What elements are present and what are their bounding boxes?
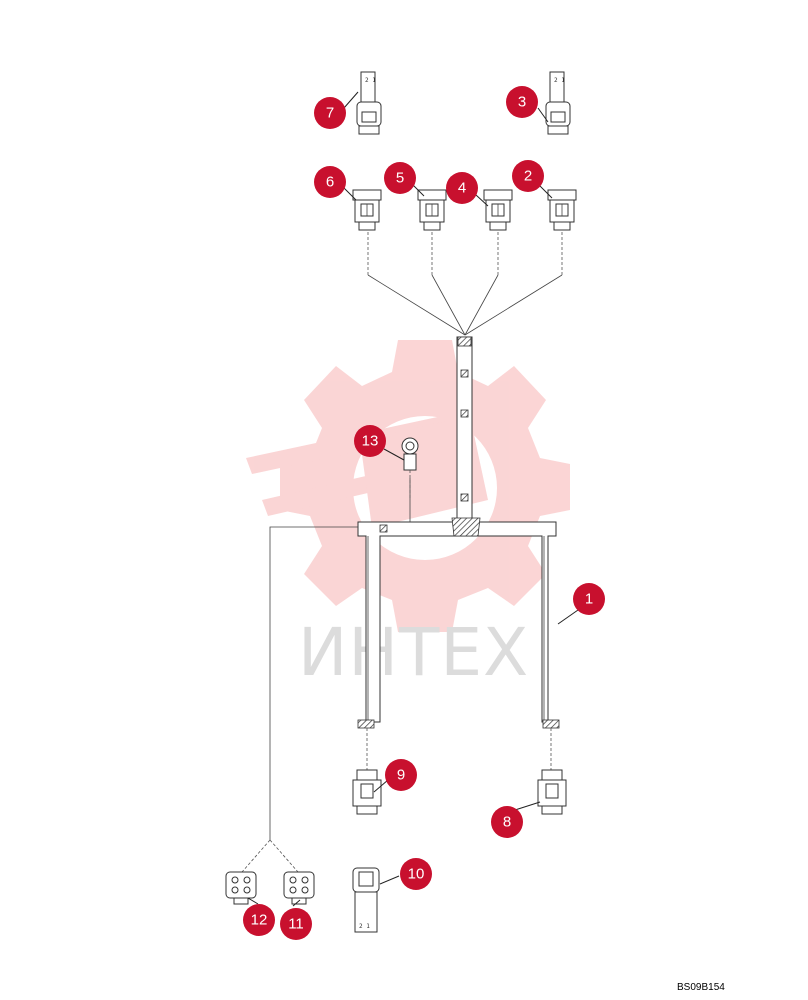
callout-8[interactable]: 8 — [491, 806, 523, 838]
callout-5[interactable]: 5 — [384, 162, 416, 194]
callout-number: 9 — [397, 767, 405, 784]
callout-marker — [280, 908, 312, 940]
callout-number: 10 — [408, 866, 425, 883]
callout-number: 7 — [326, 105, 334, 122]
diagram-reference-code: BS09B154 — [677, 982, 725, 993]
connector-10: 2 1 — [352, 867, 380, 933]
callout-4[interactable]: 4 — [446, 172, 478, 204]
callout-marker — [400, 858, 432, 890]
callout-marker — [446, 172, 478, 204]
connector-12 — [225, 871, 257, 905]
callout-12[interactable]: 12 — [243, 904, 275, 936]
connector-6 — [352, 189, 382, 231]
callout-1[interactable]: 1 — [573, 583, 605, 615]
callout-2[interactable]: 2 — [512, 160, 544, 192]
callout-number: 5 — [396, 170, 404, 187]
callout-7[interactable]: 7 — [314, 97, 346, 129]
connector-9 — [352, 769, 382, 815]
ring-terminal-13 — [401, 437, 419, 500]
callout-11[interactable]: 11 — [280, 908, 312, 940]
callout-marker — [491, 806, 523, 838]
watermark-gear-icon — [246, 340, 570, 632]
callout-9[interactable]: 9 — [385, 759, 417, 791]
connector-3: 2 1 — [545, 71, 571, 135]
callout-marker — [573, 583, 605, 615]
main-harness — [269, 336, 560, 840]
watermark-text: ИНТЕХ — [298, 614, 529, 691]
callout-marker — [354, 425, 386, 457]
callout-marker — [512, 160, 544, 192]
callout-number: 13 — [362, 433, 379, 450]
callout-number: 2 — [524, 168, 532, 185]
connector-8 — [537, 769, 567, 815]
callout-marker — [314, 97, 346, 129]
connector-11 — [283, 871, 315, 905]
callout-number: 3 — [518, 94, 526, 111]
svg-text:2 1: 2 1 — [359, 923, 370, 930]
callout-number: 6 — [326, 174, 334, 191]
callout-marker — [506, 86, 538, 118]
ground-wire — [269, 526, 358, 840]
callout-number: 12 — [251, 912, 268, 929]
callout-10[interactable]: 10 — [400, 858, 432, 890]
leader-lines — [247, 91, 579, 907]
connector-5 — [417, 189, 447, 231]
callout-marker — [314, 166, 346, 198]
svg-text:2 1: 2 1 — [554, 77, 565, 84]
callout-marker — [384, 162, 416, 194]
connector-2 — [547, 189, 577, 231]
harness-branch-frame — [357, 521, 557, 723]
callout-marker — [243, 904, 275, 936]
connector-7: 2 1 — [356, 71, 382, 135]
junction-block — [451, 517, 481, 537]
connector-4 — [483, 189, 513, 231]
callout-number: 11 — [288, 916, 304, 933]
callout-marker — [385, 759, 417, 791]
callout-number: 8 — [503, 814, 511, 831]
callout-3[interactable]: 3 — [506, 86, 538, 118]
top-wire-fan — [367, 232, 563, 336]
callout-number: 1 — [585, 591, 593, 608]
svg-text:2 1: 2 1 — [365, 77, 376, 84]
callout-6[interactable]: 6 — [314, 166, 346, 198]
watermark: ИНТЕХ — [246, 340, 570, 691]
callout-number: 4 — [458, 180, 466, 197]
callout-13[interactable]: 13 — [354, 425, 386, 457]
